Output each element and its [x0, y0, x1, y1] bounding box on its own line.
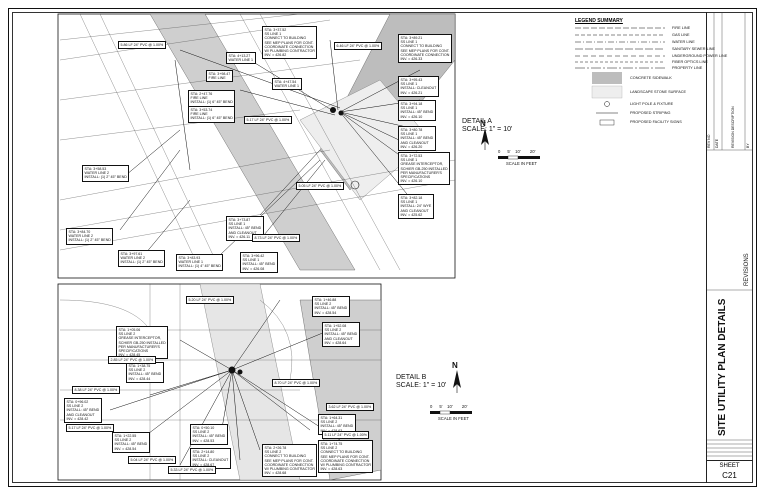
- callout-b-pipe-8-38: 8.38 LF 24" PVC @ 1.00%: [72, 386, 120, 395]
- callout-b-pipe-5-11: 5.11 LF 24" PVC @ 1.00%: [322, 431, 370, 440]
- north-arrow-b-graphic: [453, 370, 461, 393]
- rev-col-description: REVISION DESCRIPTION: [731, 106, 735, 148]
- callout-a-sta-3-95-43: STA: 3+95.43 SS LINE 1 INSTALL: CLEANOUT…: [398, 76, 439, 97]
- callout-b-sta-1-05-06: STA: 1+05.06 SS LINE 2 GREASE INTERCEPTO…: [116, 326, 169, 360]
- legend-fire-line: FIRE LINE: [672, 26, 691, 30]
- callout-b-sta-2-26-78: STA: 2+26.78 SS LINE 2 CONNECT TO BUILDI…: [262, 444, 318, 478]
- callout-a-sta-3-84-70: STA: 3+84.70 WATER LINE 2 INSTALL: (1) 2…: [66, 228, 114, 245]
- callout-b-pipe-5-04: 5.04 LF 24" PVC @ 1.00%: [128, 456, 176, 465]
- callout-b-pipe-5-17: 5.17 LF 24" PVC @ 1.00%: [66, 424, 114, 433]
- detail-a-sidewalk: [149, 13, 356, 271]
- legend-water-line: WATER LINE: [672, 40, 695, 44]
- callout-b-sta-1-74-75: STA: 1+74.75 SS LINE 2 CONNECT TO BUILDI…: [318, 440, 374, 474]
- detail-a-scale-label: SCALE IN FEET: [506, 161, 537, 166]
- legend-title: LEGEND SUMMARY: [575, 18, 623, 24]
- sheet-number: C21: [722, 471, 737, 480]
- cleanout-b: [237, 369, 243, 375]
- callout-a-pipe-5-86: 5.86 LF 24" PVC @ 1.00%: [118, 41, 166, 50]
- callout-a-pipe-5-05: 5.05 LF 24" PVC @ 1.00%: [296, 182, 344, 191]
- detail-b-title: DETAIL B: [396, 374, 427, 381]
- legend-proposed-striping: PROPOSED STRIPING: [630, 111, 671, 115]
- north-arrow-a-graphic: [481, 128, 489, 150]
- detail-b-scale-bar-graphic: [430, 410, 472, 415]
- legend-concrete-sidewalk: CONCRETE SIDEWALK: [630, 76, 672, 80]
- grease-interceptor-b: [228, 366, 236, 374]
- legend-underground-power-line: UNDERGROUND POWER LINE: [672, 54, 728, 58]
- legend-light-pole: LIGHT POLE & FIXTURE: [630, 102, 674, 106]
- callout-b-sta-2-14-80: STA: 2+14.80 SS LINE 2 INSTALL: CLEANOUT…: [190, 448, 231, 469]
- callout-a-sta-3-98-47: STA: 3+98.47 FIRE LINE: [206, 70, 233, 83]
- callout-a-sta-3-96-42: STA: 3+96.42 SS LINE 1 INSTALL: 45° BEND…: [240, 252, 278, 273]
- callout-a-sta-3-53-74: STA: 3+53.74 FIRE LINE INSTALL: (1) 6" 4…: [188, 106, 236, 123]
- legend-concrete-swatch: [592, 72, 622, 84]
- detail-b-scale-ticks: 0 5' 10' 20': [430, 404, 468, 409]
- detail-a-scale: SCALE: 1" = 10': [462, 126, 513, 133]
- rev-col-by: BY: [746, 143, 750, 148]
- revisions-label: REVISIONS: [744, 253, 750, 286]
- callout-a-sta-3-83-93: STA: 3+83.93 WATER LINE 1 INSTALL: (1) 4…: [176, 254, 224, 271]
- light-pole-a: [350, 180, 360, 190]
- inner-border: [12, 12, 753, 483]
- detail-a-scale-ticks: 0 5' 10' 20': [498, 149, 536, 154]
- callout-a-sta-4-47-54: STA: 4+47.54 WATER LINE 1: [272, 78, 302, 91]
- rev-col-date: DATE: [715, 138, 719, 148]
- callout-b-sta-1-22-55: STA: 1+22.55 SS LINE 2 INSTALL: 45° BEND…: [112, 432, 150, 453]
- callout-b-sta-0-96-02: STA: 0+96.02 SS LINE 2 INSTALL: 45° BEND…: [64, 398, 102, 424]
- legend-line-symbols: [575, 27, 665, 69]
- legend-light-pole-icon: [604, 101, 610, 107]
- detail-a-scale-bar-graphic: [498, 155, 540, 160]
- sheet-label: SHEET: [719, 463, 740, 469]
- callout-a-pipe-5-17: 5.17 LF 24" PVC @ 1.00%: [244, 116, 292, 125]
- north-arrow-b-label: N: [452, 361, 458, 370]
- detail-b-landscape: [199, 283, 301, 481]
- callout-b-pipe-2-85: 2.85 LF 24" PVC @ 1.00%: [108, 356, 156, 365]
- revision-table-grid: [706, 12, 753, 457]
- callout-a-sta-3-97-61: STA: 3+97.61 WATER LINE 2 INSTALL: (1) 2…: [118, 250, 166, 267]
- callout-a-pipe-8-73: 8.73 LF 24" PVC @ 1.00%: [252, 234, 300, 243]
- callout-a-sta-3-80-78: STA: 3+80.78 SS LINE 1 INSTALL: 45° BEND…: [398, 126, 436, 152]
- callout-a-sta-2-47-76: STA: 2+47.76 FIRE LINE INSTALL: (1) 6" 4…: [188, 90, 236, 107]
- callout-b-pipe-5-33: 5.33 LF 24" PVC @ 1.00%: [168, 466, 216, 475]
- rev-col-rev: REV NO: [707, 134, 711, 148]
- grease-interceptor-a: [330, 107, 336, 113]
- detail-a-viewport: [57, 13, 456, 279]
- sheet-title: SITE UTILITY PLAN DETAILS: [717, 298, 728, 436]
- legend-property-line: PROPERTY LINE: [672, 66, 703, 70]
- callout-a-sta-3-89-21: STA: 3+89.21 SS LINE 1 CONNECT TO BUILDI…: [398, 34, 453, 64]
- callout-a-pipe-6-46: 6.46 LF 24" PVC @ 1.00%: [334, 42, 382, 51]
- sheet-number-box: SHEET C21: [706, 460, 753, 483]
- detail-b-scale: SCALE: 1" = 10': [396, 382, 447, 389]
- legend-stone-swatch: [591, 85, 623, 99]
- outer-border: [8, 8, 757, 487]
- detail-b-scale-label: SCALE IN FEET: [438, 416, 469, 421]
- callout-b-pipe-3-62: 3.62 LF 24" PVC @ 1.00%: [326, 403, 374, 412]
- legend-sign-icon: [599, 119, 615, 126]
- callout-b-sta-0-50-10: STA: 0+50.10 SS LINE 2 INSTALL: 45° BEND…: [190, 424, 228, 445]
- legend-proposed-signs: PROPOSED FACILITY SIGNS: [630, 120, 682, 124]
- callout-b-pipe-5-20: 5.20 LF 24" PVC @ 1.00%: [186, 296, 234, 305]
- callout-b-sta-1-46-88: STA: 1+46.88 SS LINE 2 INSTALL: 45° BEND…: [312, 296, 350, 317]
- legend-landscape-stone: LANDSCAPE STONE SURFACE: [630, 90, 687, 94]
- detail-a-title: DETAIL A: [462, 118, 492, 125]
- title-block: [706, 12, 753, 483]
- north-arrow-a-label: N: [480, 119, 486, 128]
- callout-a-sta-3-82-18: STA: 3+82.18 SS LINE 1 INSTALL: 24" WYE …: [398, 194, 434, 220]
- callout-a-sta-3-94-18: STA: 3+94.18 SS LINE 1 INSTALL: 45° BEND…: [398, 100, 436, 121]
- callout-a-sta-3-37-52: STA: 3+37.52 SS LINE 1 CONNECT TO BUILDI…: [262, 26, 318, 60]
- cleanout-a: [338, 110, 344, 116]
- callout-b-sta-1-52-08: STA: 1+52.08 SS LINE 2 INSTALL: 45° BEND…: [322, 322, 360, 348]
- callout-b-sta-1-38-75: STA: 1+38.75 SS LINE 2 INSTALL: 45° BEND…: [126, 362, 164, 383]
- legend-sanitary-sewer-line: SANITARY SEWER LINE: [672, 47, 716, 51]
- callout-a-sta-4-13-27: STA: 4+13.27 WATER LINE 1: [226, 52, 256, 65]
- legend-gas-line: GAS LINE: [672, 33, 690, 37]
- legend-fiber-optics-line: FIBER OPTICS LINE: [672, 60, 708, 64]
- callout-b-pipe-8-70: 8.70 LF 24" PVC @ 1.00%: [272, 379, 320, 388]
- callout-a-sta-3-58-53: STA: 3+58.53 WATER LINE 2 INSTALL: (1) 2…: [82, 165, 130, 182]
- callout-a-sta-3-72-53: STA: 3+72.53 SS LINE 1 GREASE INTERCEPTO…: [398, 152, 451, 186]
